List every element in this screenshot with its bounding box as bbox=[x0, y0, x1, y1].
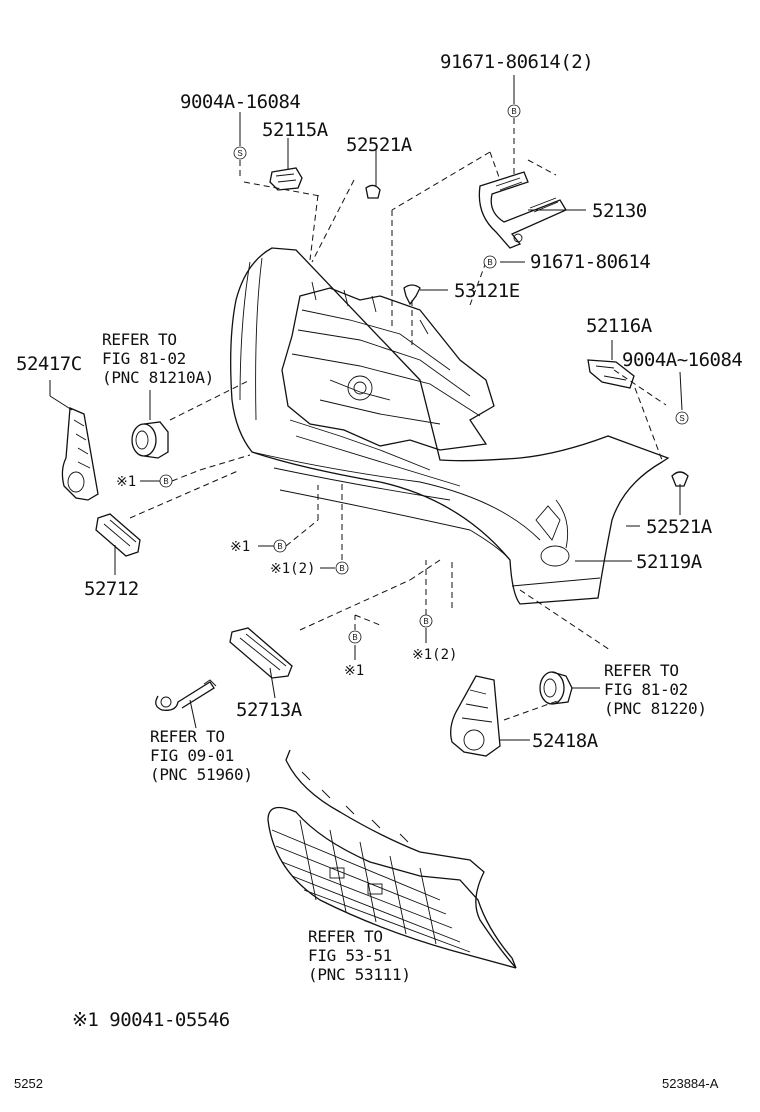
refer-notes: REFER TO FIG 81-02 (PNC 81210A) REFER TO… bbox=[102, 330, 707, 984]
ref-tow-hook-line3: (PNC 51960) bbox=[150, 765, 253, 784]
symbol-b: B bbox=[423, 617, 428, 626]
footnote: ※1 90041-05546 bbox=[72, 1009, 230, 1031]
footer-left: 5252 bbox=[14, 1076, 43, 1091]
symbol-b: B bbox=[352, 633, 357, 642]
bracket-52116a-drawing bbox=[587, 359, 635, 389]
retainer-53121e-drawing bbox=[403, 284, 421, 306]
label-bracket-52115a: 52115A bbox=[262, 119, 329, 141]
label-clip-bracket-bottom: 91671-80614 bbox=[530, 251, 650, 273]
label-garnish-52713a: 52713A bbox=[236, 699, 303, 721]
clip-52521a-right-drawing bbox=[671, 471, 689, 487]
label-bumper-cover: 52119A bbox=[636, 551, 703, 573]
label-clip-52521a-right: 52521A bbox=[646, 516, 713, 538]
symbol-s: S bbox=[237, 149, 242, 158]
label-clip-52521a-top: 52521A bbox=[346, 134, 413, 156]
label-clip-bracket-top: 91671-80614(2) bbox=[440, 51, 593, 73]
tow-hook-drawing bbox=[155, 679, 217, 711]
symbol-b: B bbox=[163, 477, 168, 486]
label-bolt-right: 9004A~16084 bbox=[622, 349, 742, 371]
symbol-b: B bbox=[487, 258, 492, 267]
ref-lower-grille-line1: REFER TO bbox=[308, 927, 383, 946]
callout-c1-2a: ※1(2) bbox=[270, 561, 315, 577]
fog-lamp-left-drawing bbox=[131, 421, 169, 459]
callout-c1: ※1 bbox=[116, 474, 136, 490]
callout-c1-2b: ※1(2) bbox=[412, 647, 457, 663]
callouts: ※1 ※1 ※1(2) ※1 ※1(2) bbox=[116, 474, 457, 679]
label-bolt-left: 9004A-16084 bbox=[180, 91, 300, 113]
symbol-b: B bbox=[277, 542, 282, 551]
callout-c1b: ※1 bbox=[230, 539, 250, 555]
garnish-52712-drawing bbox=[95, 513, 141, 557]
symbol-markers: B S B S B B B B B bbox=[159, 104, 689, 644]
label-cover-52417c: 52417C bbox=[16, 353, 82, 375]
ref-lower-grille-line2: FIG 53-51 bbox=[308, 946, 392, 965]
ref-fog-right-line3: (PNC 81220) bbox=[604, 699, 707, 718]
footer-right: 523884-A bbox=[662, 1076, 719, 1091]
bumper-cover-drawing bbox=[230, 247, 670, 605]
ref-fog-left-line3: (PNC 81210A) bbox=[102, 368, 214, 387]
symbol-s: S bbox=[679, 414, 684, 423]
label-support-52130: 52130 bbox=[592, 200, 647, 222]
label-retainer-53121e: 53121E bbox=[454, 280, 520, 302]
label-cover-52418a: 52418A bbox=[532, 730, 599, 752]
support-52130-drawing bbox=[478, 171, 567, 249]
ref-fog-left-line1: REFER TO bbox=[102, 330, 177, 349]
clip-52521a-top-drawing bbox=[365, 184, 381, 199]
part-labels: 91671-80614(2) 9004A-16084 52115A 52521A… bbox=[16, 51, 743, 752]
ref-fog-left-line2: FIG 81-02 bbox=[102, 349, 186, 368]
ref-tow-hook-line1: REFER TO bbox=[150, 727, 225, 746]
callout-c1-mid: ※1 bbox=[344, 663, 364, 679]
cover-52417c-drawing bbox=[61, 407, 99, 501]
cover-52418a-drawing bbox=[450, 675, 501, 757]
bracket-52115a-drawing bbox=[269, 167, 303, 191]
garnish-52713a-drawing bbox=[229, 627, 293, 679]
fog-lamp-right-drawing bbox=[539, 671, 573, 705]
label-bracket-52116a: 52116A bbox=[586, 315, 653, 337]
symbol-b: B bbox=[511, 107, 516, 116]
leader-lines bbox=[49, 75, 683, 741]
lower-grille-drawing bbox=[267, 749, 517, 969]
ref-fog-right-line2: FIG 81-02 bbox=[604, 680, 688, 699]
grille-reinforcement-drawing bbox=[281, 281, 495, 451]
symbol-b: B bbox=[339, 564, 344, 573]
label-garnish-52712: 52712 bbox=[84, 578, 139, 600]
ref-fog-right-line1: REFER TO bbox=[604, 661, 679, 680]
ref-lower-grille-line3: (PNC 53111) bbox=[308, 965, 411, 984]
ref-tow-hook-line2: FIG 09-01 bbox=[150, 746, 234, 765]
